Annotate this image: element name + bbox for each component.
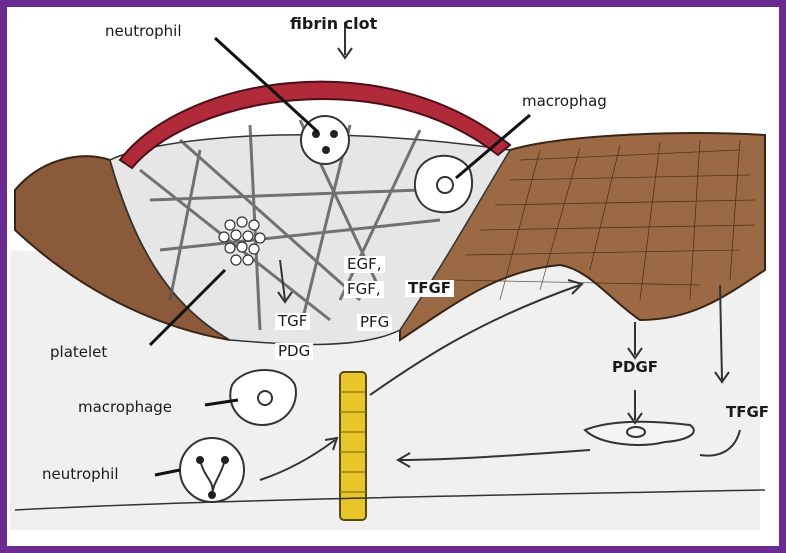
label-neutrophil-top: neutrophil xyxy=(105,24,182,39)
label-egf: EGF, xyxy=(344,256,385,273)
macrophage-cell-top xyxy=(415,156,472,213)
label-pdgf: PDGF xyxy=(612,360,658,375)
label-tfgf-center: TFGF xyxy=(405,280,454,297)
label-neutrophil-left: neutrophil xyxy=(42,467,119,482)
macrophage-cell-left xyxy=(230,370,296,425)
neutrophil-cell-left xyxy=(180,438,244,502)
label-fibrin-clot: fibrin clot xyxy=(290,16,377,32)
label-platelet: platelet xyxy=(50,345,107,360)
label-macrophag-top: macrophag xyxy=(522,94,607,109)
label-fgf: FGF, xyxy=(344,281,384,298)
label-pdg: PDG xyxy=(275,343,313,360)
label-tgf: TGF xyxy=(275,313,310,330)
label-pfg: PFG xyxy=(357,314,392,331)
label-macrophage-left: macrophage xyxy=(78,400,172,415)
label-tfgf-right: TFGF xyxy=(726,405,769,420)
